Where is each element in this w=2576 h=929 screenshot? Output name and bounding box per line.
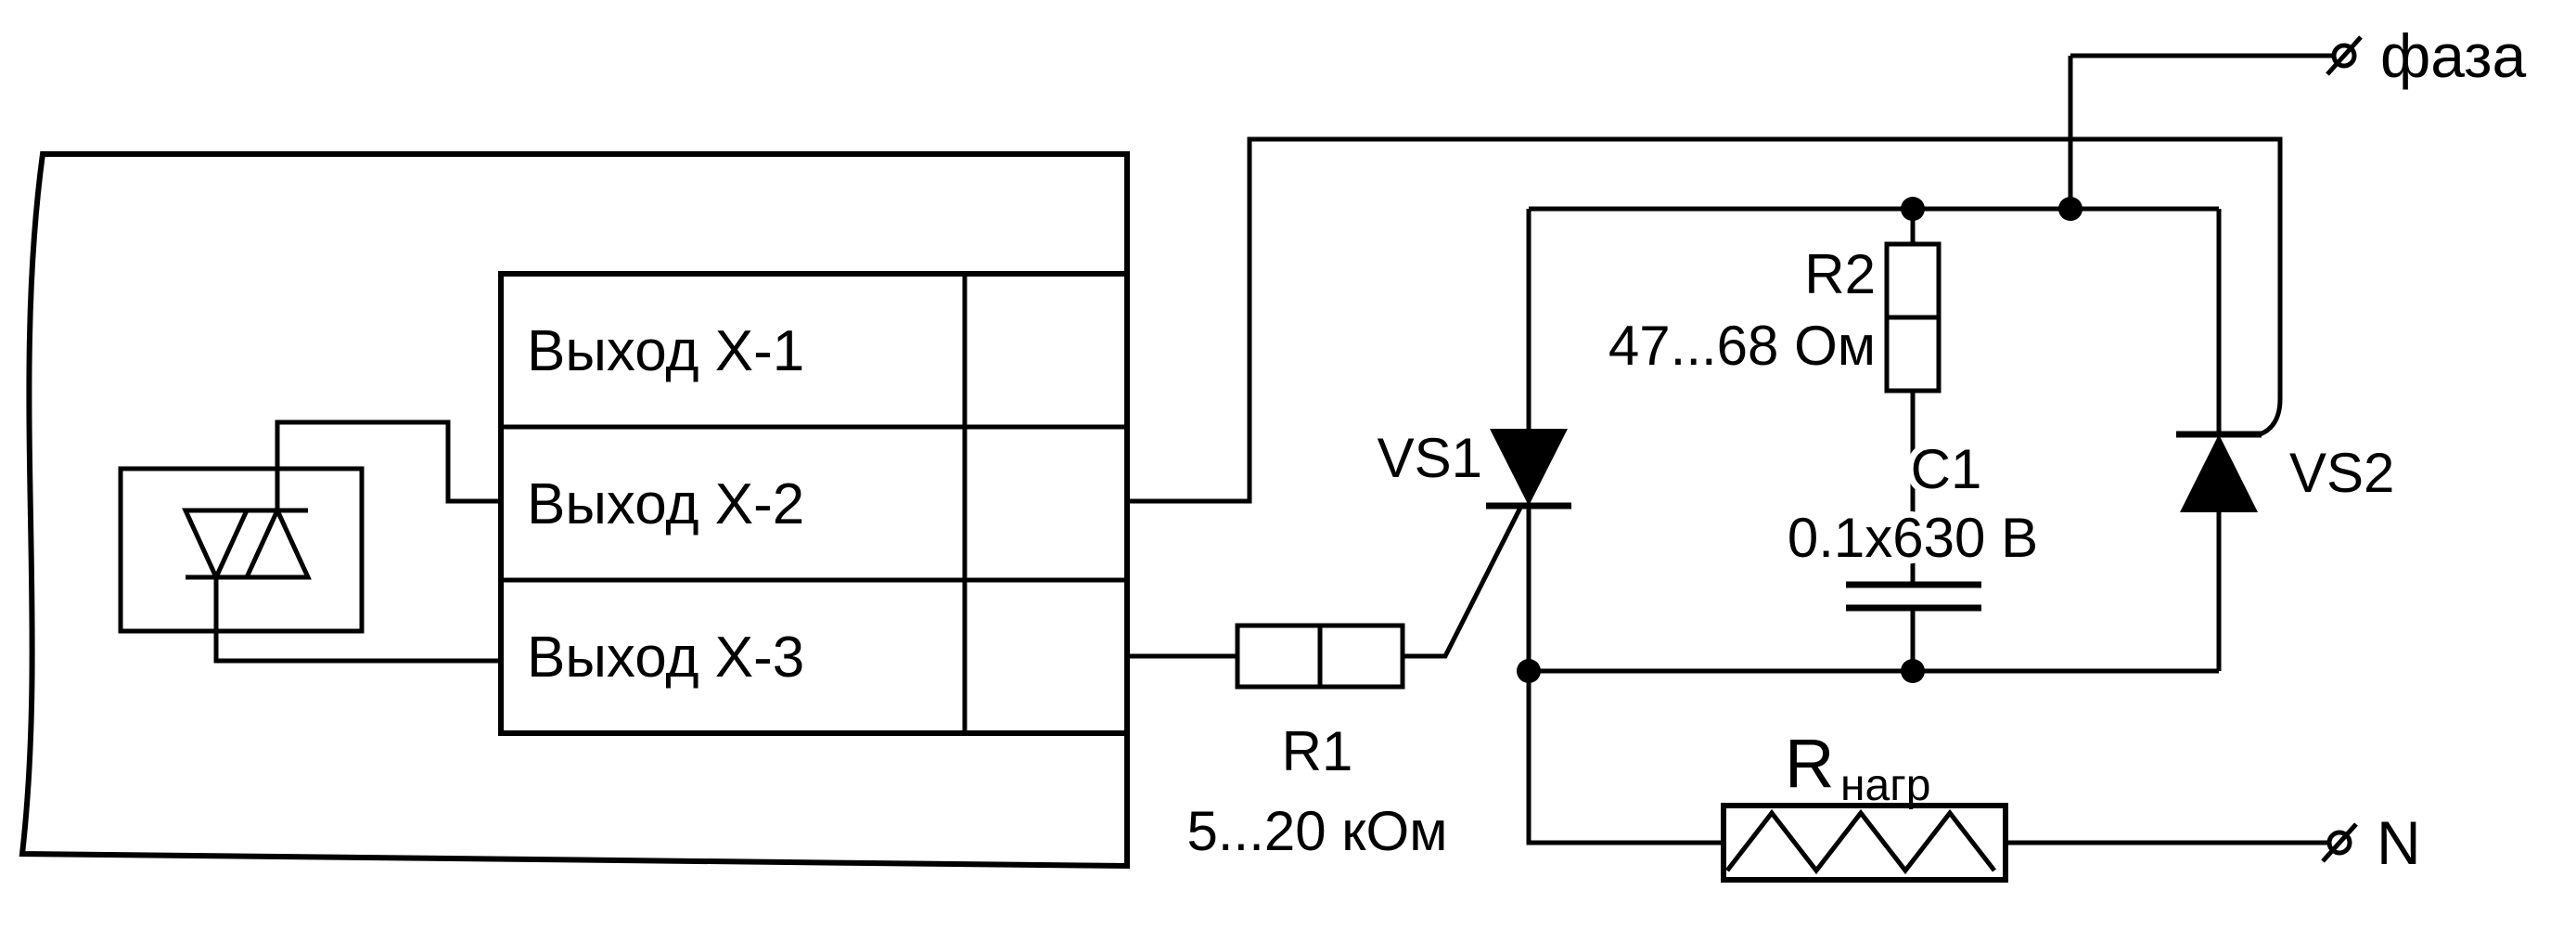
capacitor-c1: C1 0.1х630 В <box>1781 391 2044 671</box>
load-resistor: R нагр <box>1526 671 2329 883</box>
thyristor-vs2: VS2 <box>2176 209 2394 671</box>
junction-dot <box>1901 197 1925 221</box>
wire-opto-to-x2 <box>275 419 501 510</box>
c1-label: C1 <box>1911 438 1982 500</box>
neutral-terminal-icon <box>2321 822 2358 863</box>
phase-terminal: фаза <box>2068 21 2527 209</box>
neutral-terminal-slash <box>2321 822 2358 863</box>
neutral-terminal: N <box>2321 808 2421 877</box>
device: Выход Х-1 Выход Х-2 Выход Х-3 <box>19 151 1130 870</box>
phase-terminal-slash <box>2326 35 2363 76</box>
opto-triac-box <box>118 466 365 634</box>
load-label-subscript: нагр <box>1840 761 1930 810</box>
wire-r1-to-vs1-gate <box>1403 504 1524 659</box>
junction-dot <box>2058 197 2083 221</box>
c1-value: 0.1х630 В <box>1788 507 2038 569</box>
phase-terminal-icon <box>2326 35 2363 76</box>
load-label: R <box>1785 725 1834 802</box>
wire-x2-to-vs2-gate <box>1127 136 2283 504</box>
neutral-label: N <box>2377 808 2421 877</box>
terminal-label-x2: Выход Х-2 <box>527 472 804 536</box>
vs1-triangle <box>1490 429 1568 506</box>
terminal-label-x3: Выход Х-3 <box>527 626 804 690</box>
resistor-r1: R1 5...20 кОм <box>1127 504 1524 862</box>
resistor-r2: R2 47...68 Ом <box>1608 209 1942 394</box>
device-box <box>19 151 1130 870</box>
wire-rail-to-load <box>1526 671 1724 845</box>
triac-triangle-down <box>182 508 250 584</box>
vs2-triangle <box>2180 434 2258 512</box>
vs1-label: VS1 <box>1378 427 1482 489</box>
wire-opto-to-x3 <box>213 577 501 664</box>
terminal-block: Выход Х-1 Выход Х-2 Выход Х-3 <box>498 271 1130 736</box>
triac-triangle-up <box>243 504 312 580</box>
opto-triac <box>118 466 365 634</box>
r1-value: 5...20 кОм <box>1187 800 1448 862</box>
terminal-label-x1: Выход Х-1 <box>527 319 804 383</box>
r2-value: 47...68 Ом <box>1608 315 1876 377</box>
junction-dot <box>1901 659 1925 683</box>
thyristor-vs1: VS1 <box>1378 209 1571 671</box>
phase-label: фаза <box>2380 21 2527 90</box>
r2-label: R2 <box>1804 243 1876 305</box>
vs2-label: VS2 <box>2289 442 2394 504</box>
r1-label: R1 <box>1282 720 1353 782</box>
load-zigzag <box>1725 808 1996 875</box>
